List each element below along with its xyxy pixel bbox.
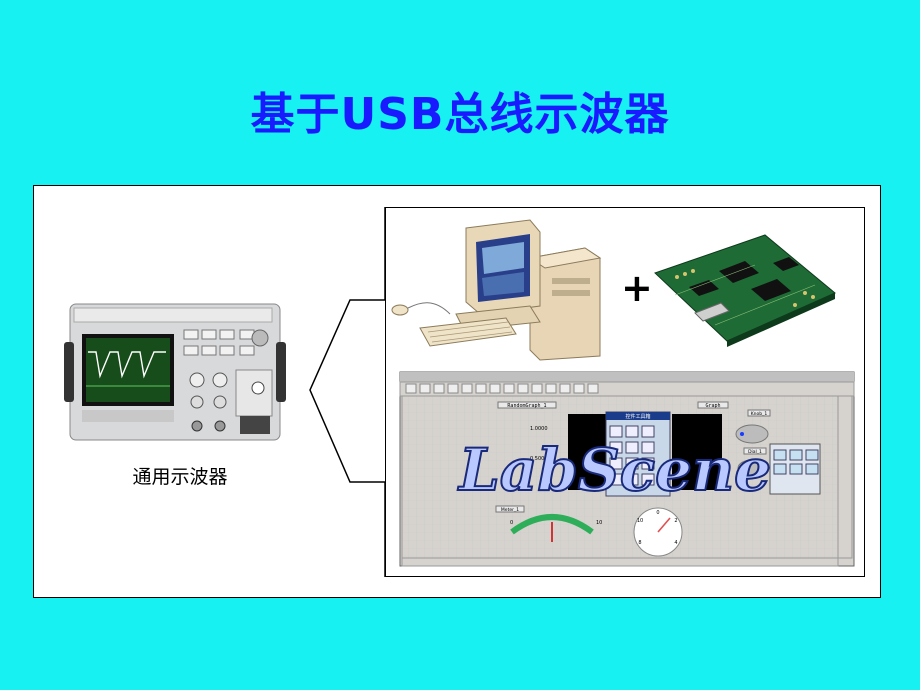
meter-label: Meter_1 <box>501 507 519 513</box>
axis-0-label: 0 <box>510 520 513 526</box>
computer-image <box>391 219 602 361</box>
value-top-label: 1.0000 <box>530 426 548 432</box>
svg-text:10: 10 <box>637 518 643 524</box>
knob-2-label: Dial_1 <box>748 449 762 455</box>
toolbox-label: 控件工具箱 <box>625 413 650 420</box>
svg-text:0: 0 <box>656 510 659 516</box>
oscilloscope-caption: 通用示波器 <box>132 466 228 488</box>
axis-10-label: 10 <box>596 520 602 526</box>
usb-board-image <box>654 234 836 347</box>
svg-text:2: 2 <box>674 518 677 524</box>
plus-sign: + <box>621 266 653 310</box>
graph-right-label: Graph <box>705 403 720 409</box>
svg-text:8: 8 <box>638 540 641 546</box>
software-screenshot: RandomGraph_1 Graph 1.0000 0.5000 控件工具箱 … <box>399 371 855 567</box>
graph-left-label: RandomGraph_1 <box>507 403 546 409</box>
svg-text:4: 4 <box>674 540 677 546</box>
oscilloscope-image <box>64 303 286 441</box>
value-mid-label: 0.5000 <box>530 456 548 462</box>
knob-1-label: Knob_1 <box>751 411 768 417</box>
slide-title: 基于USB总线示波器 <box>250 89 670 140</box>
labscene-logo: LabScene <box>457 436 771 504</box>
